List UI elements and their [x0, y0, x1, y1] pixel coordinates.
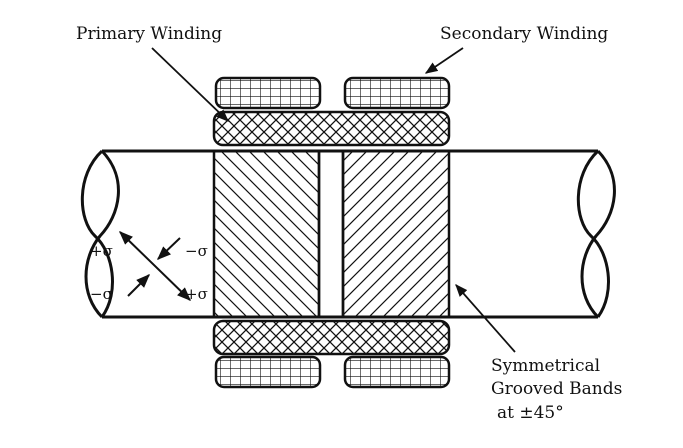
primary-winding-leader	[151, 47, 229, 122]
grooved-bands-label-line2: Grooved Bands	[491, 379, 623, 399]
stress-arrow-plus	[118, 231, 192, 301]
shaft-left-break	[80, 149, 120, 319]
secondary-winding-label: Secondary Winding	[440, 24, 609, 44]
grooved-bands-leader	[455, 284, 516, 353]
stress-arrow-minus-upper	[156, 237, 181, 260]
grooved-band-right	[341, 149, 451, 319]
stress-label-plus-upper: +σ	[90, 242, 113, 260]
primary-winding-label: Primary Winding	[76, 24, 223, 44]
secondary-winding-top-right	[343, 76, 451, 110]
stress-arrow-minus-lower	[127, 274, 150, 297]
grooved-bands-label-line3: at ±45°	[497, 403, 564, 423]
secondary-winding-bottom-right	[343, 355, 451, 389]
stress-label-minus-lower: −σ	[90, 285, 113, 303]
stress-label-plus-lower: +σ	[185, 285, 208, 303]
primary-winding-top	[212, 110, 451, 147]
grooved-band-left	[212, 149, 321, 319]
grooved-bands-label-line1: Symmetrical	[491, 356, 601, 376]
secondary-winding-leader	[424, 47, 464, 74]
secondary-winding-top-left	[214, 76, 322, 110]
shaft-right-break	[576, 149, 616, 319]
primary-winding-bottom	[212, 319, 451, 356]
stress-label-minus-upper: −σ	[185, 242, 208, 260]
secondary-winding-bottom-left	[214, 355, 322, 389]
